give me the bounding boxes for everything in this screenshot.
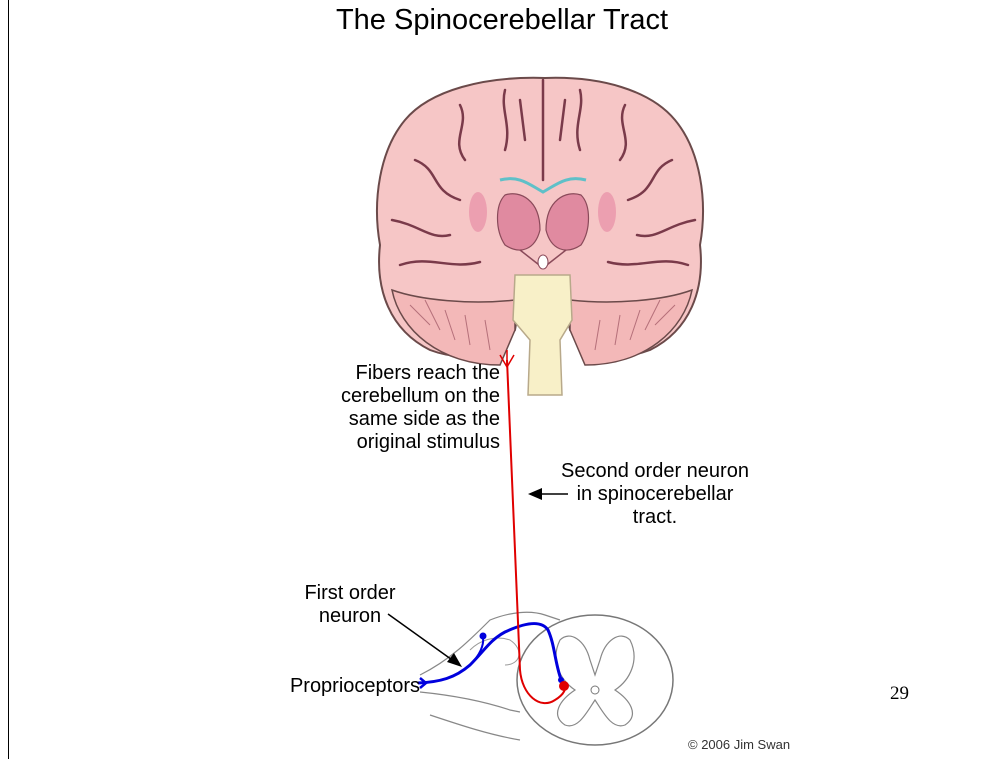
cerebellum-left xyxy=(392,290,515,365)
putamen-left xyxy=(469,192,487,232)
second-order-cell-body xyxy=(559,681,569,691)
cerebellum-right xyxy=(570,290,692,365)
spinal-cord-section xyxy=(420,612,673,745)
putamen-right xyxy=(598,192,616,232)
copyright-notice: © 2006 Jim Swan xyxy=(688,737,790,752)
brainstem xyxy=(513,275,572,395)
label-proprioceptors: Proprioceptors xyxy=(240,675,420,698)
page-number: 29 xyxy=(890,683,909,705)
first-order-cell-body xyxy=(480,633,487,640)
first-order-arrow-head-icon xyxy=(447,653,462,667)
label-first-order-neuron: First order neuron xyxy=(290,582,410,628)
label-second-order-neuron: Second order neuron in spinocerebellar t… xyxy=(540,460,770,529)
brain-coronal-section xyxy=(377,78,703,395)
label-fibers-reach-cerebellum: Fibers reach the cerebellum on the same … xyxy=(290,362,500,454)
third-ventricle xyxy=(538,255,548,269)
